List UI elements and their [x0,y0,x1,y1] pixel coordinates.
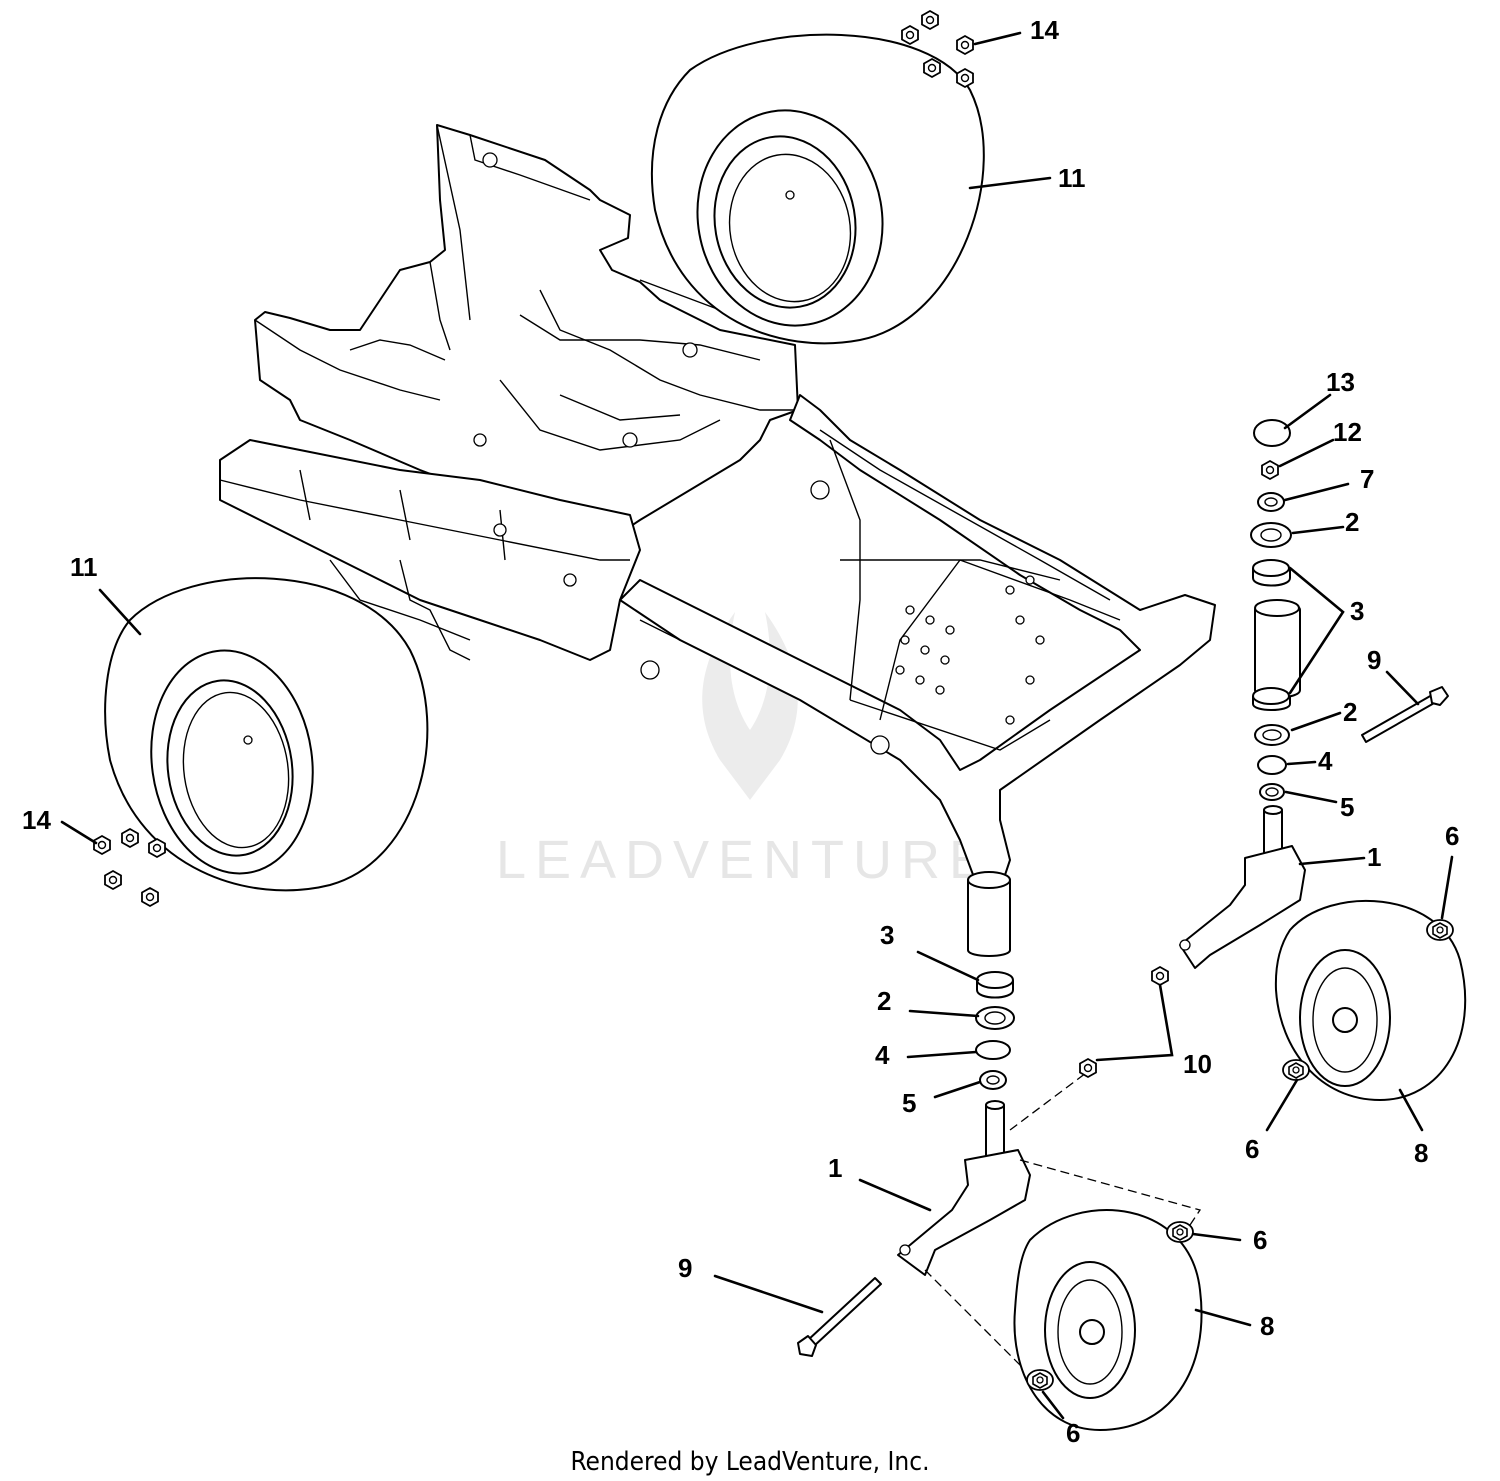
callout-7: 7 [1360,464,1374,494]
callout-4: 4 [1318,746,1333,776]
left-caster-stack [975,971,1015,1090]
callout-13: 13 [1326,367,1355,397]
callout-14: 14 [22,805,51,835]
rear-tire-right [650,33,985,345]
callout-8: 8 [1414,1138,1428,1168]
callout-8: 8 [1260,1311,1274,1341]
frame-floor-holes [473,152,1045,755]
callout-10: 10 [1183,1049,1212,1079]
right-caster-wheel [1274,899,1467,1101]
left-caster-wheel [1013,1209,1203,1431]
callout-12: 12 [1333,417,1362,447]
callouts: 14 11 13 12 7 2 3 9 2 4 5 11 14 1 6 3 2 … [22,15,1459,1448]
callout-5: 5 [1340,792,1354,822]
callout-9: 9 [1367,645,1381,675]
grease-fittings [1079,966,1169,1078]
right-caster-fork [1179,805,1306,969]
tractor-frame [219,124,1301,957]
rear-tire-left [104,577,429,892]
callout-11: 11 [1058,163,1086,193]
callout-3: 3 [1350,596,1364,626]
callout-9: 9 [678,1253,692,1283]
leader-lines [60,31,1454,1420]
wheel-nuts-left [93,828,166,907]
callout-6: 6 [1066,1418,1080,1448]
callout-11: 11 [70,552,98,582]
footer-credit: Rendered by LeadVenture, Inc. [570,1447,929,1477]
callout-2: 2 [1343,697,1357,727]
pivot-bolt-left [797,1277,882,1357]
pivot-bolt-right [1361,686,1449,743]
callout-1: 1 [1367,842,1381,872]
callout-14: 14 [1030,15,1059,45]
callout-6: 6 [1445,821,1459,851]
callout-5: 5 [902,1088,916,1118]
callout-1: 1 [828,1153,842,1183]
callout-6: 6 [1253,1225,1267,1255]
left-caster-fork [897,1069,1202,1386]
right-caster-stack [1250,419,1292,801]
callout-3: 3 [880,920,894,950]
callout-2: 2 [1345,507,1359,537]
callout-4: 4 [875,1040,890,1070]
callout-6: 6 [1245,1134,1259,1164]
callout-2: 2 [877,986,891,1016]
watermark-text: LEADVENTURE [496,830,994,890]
